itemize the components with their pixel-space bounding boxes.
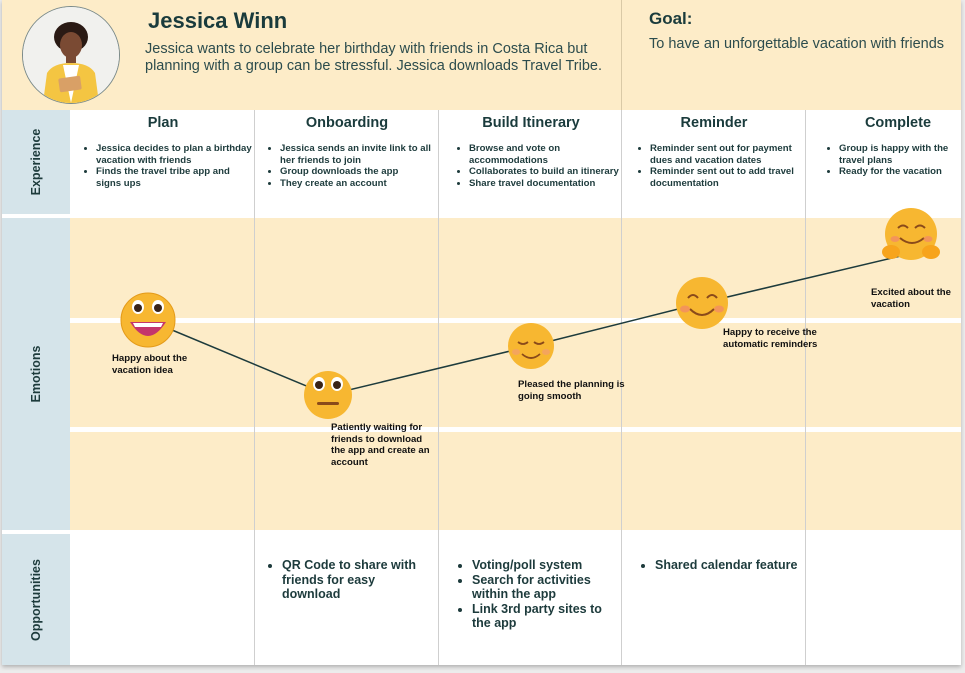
header-divider: [621, 0, 622, 110]
goal-text: To have an unforgettable vacation with f…: [649, 36, 945, 52]
stage-title-onboarding: Onboarding: [305, 115, 389, 131]
list-item: Group downloads the app: [280, 166, 438, 178]
list-item: Browse and vote on accommodations: [469, 143, 627, 166]
experience-list-reminder: Reminder sent out for payment dues and v…: [640, 143, 808, 189]
column-divider: [438, 110, 439, 665]
list-item: Search for activities within the app: [472, 573, 622, 602]
experience-list-build-itinerary: Browse and vote on accommodations Collab…: [459, 143, 627, 189]
list-item: Share travel documentation: [469, 178, 627, 190]
persona-avatar: [22, 6, 120, 104]
experience-list-complete: Group is happy with the travel plans Rea…: [829, 143, 961, 178]
column-divider: [254, 110, 255, 665]
hugging-face-icon: [882, 208, 940, 260]
list-item: Jessica decides to plan a birthday vacat…: [96, 143, 254, 166]
opportunities-list-onboarding: QR Code to share with friends for easy d…: [272, 558, 432, 602]
emotion-label-reminder: Happy to receive the automatic reminders: [723, 327, 818, 350]
opportunities-list-reminder: Shared calendar feature: [645, 558, 815, 573]
list-item: Group is happy with the travel plans: [839, 143, 961, 166]
emotion-label-onboarding: Patiently waiting for friends to downloa…: [331, 422, 430, 468]
smiling-face-icon: [676, 277, 728, 329]
emotions-gridline: [70, 318, 961, 323]
experience-list-plan: Jessica decides to plan a birthday vacat…: [86, 143, 254, 189]
list-item: Shared calendar feature: [655, 558, 815, 573]
goal-title: Goal:: [649, 9, 693, 28]
list-item: Reminder sent out to add travel document…: [650, 166, 808, 189]
person-icon: [23, 7, 119, 103]
list-item: They create an account: [280, 178, 438, 190]
emotion-label-plan: Happy about the vacation idea: [112, 353, 188, 376]
neutral-face-icon: [304, 371, 352, 419]
relieved-face-icon: [508, 323, 554, 369]
stage-title-reminder: Reminder: [680, 115, 748, 131]
list-item: Collaborates to build an itinerary: [469, 166, 627, 178]
list-item: Voting/poll system: [472, 558, 622, 573]
list-item: Finds the travel tribe app and signs ups: [96, 166, 254, 189]
persona-header: Jessica Winn Jessica wants to celebrate …: [2, 0, 961, 110]
grinning-face-icon: [120, 292, 176, 348]
emotion-label-complete: Excited about the vacation: [871, 287, 951, 310]
column-divider: [621, 110, 622, 665]
emotions-band: [70, 218, 961, 530]
row-label-opportunities: Opportunities: [2, 534, 70, 665]
column-divider: [805, 110, 806, 665]
persona-description: Jessica wants to celebrate her birthday …: [145, 41, 602, 74]
experience-list-onboarding: Jessica sends an invite link to all her …: [270, 143, 438, 189]
list-item: Ready for the vacation: [839, 166, 961, 178]
row-label-emotions: Emotions: [2, 218, 70, 530]
list-item: Link 3rd party sites to the app: [472, 602, 622, 631]
stage-title-plan: Plan: [147, 115, 179, 131]
stage-title-complete: Complete: [864, 115, 932, 131]
persona-name: Jessica Winn: [148, 8, 288, 33]
stage-title-build-itinerary: Build Itinerary: [482, 115, 580, 131]
list-item: Reminder sent out for payment dues and v…: [650, 143, 808, 166]
list-item: Jessica sends an invite link to all her …: [280, 143, 438, 166]
opportunities-list-build-itinerary: Voting/poll system Search for activities…: [462, 558, 622, 631]
list-item: QR Code to share with friends for easy d…: [282, 558, 432, 602]
row-label-experience: Experience: [2, 110, 70, 214]
emotions-gridline: [70, 427, 961, 432]
emotion-label-build-itinerary: Pleased the planning is going smooth: [518, 379, 625, 402]
